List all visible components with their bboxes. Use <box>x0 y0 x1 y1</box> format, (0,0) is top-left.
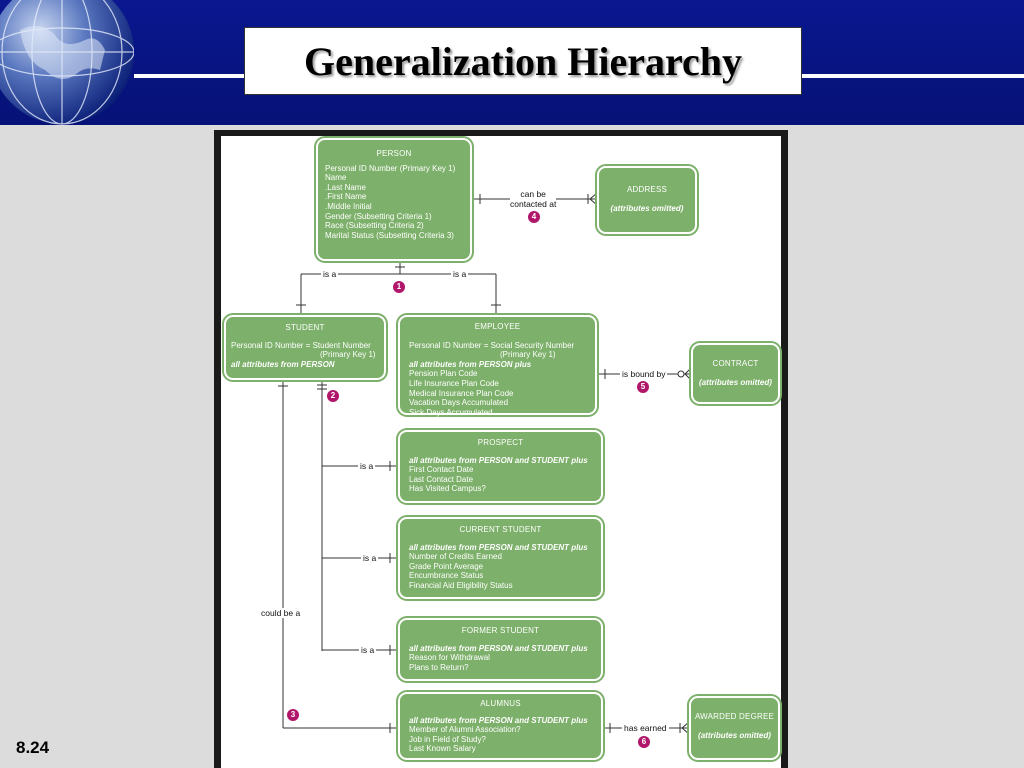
entity-attribute: all attributes from PERSON and STUDENT p… <box>409 542 588 552</box>
number-badge: 5 <box>637 381 649 393</box>
number-badge: 4 <box>528 211 540 223</box>
entity-attribute: .First Name <box>325 192 367 202</box>
entity-prospect: PROSPECT all attributes from PERSON and … <box>398 430 603 503</box>
entity-contract: CONTRACT (attributes omitted) <box>691 343 780 404</box>
entity-attribute: Medical Insurance Plan Code <box>409 388 514 398</box>
entity-attribute: Last Known Salary <box>409 744 476 754</box>
entity-attribute: Personal ID Number = Social Security Num… <box>409 340 575 350</box>
entity-attribute: (attributes omitted) <box>699 377 772 387</box>
relationship-label: is a <box>361 553 379 563</box>
entity-title: PERSON <box>376 149 412 158</box>
number-badge: 2 <box>327 390 339 402</box>
number-badge: 1 <box>393 281 405 293</box>
entity-attribute: (Primary Key 1) <box>500 350 556 360</box>
entity-attribute: Job in Field of Study? <box>409 734 486 744</box>
entity-attribute: Last Contact Date <box>409 474 474 484</box>
title-box: Generalization Hierarchy <box>244 27 802 95</box>
entity-attribute: Number of Credits Earned <box>409 552 502 562</box>
entity-awarded-degree: AWARDED DEGREE (attributes omitted) <box>689 696 780 760</box>
entity-title: ADDRESS <box>626 185 668 194</box>
entity-title: STUDENT <box>285 323 325 332</box>
entity-alumnus: ALUMNUS all attributes from PERSON and S… <box>398 692 603 760</box>
entity-address: ADDRESS (attributes omitted) <box>597 166 697 234</box>
entity-attribute: Vacation Days Accumulated <box>409 398 509 408</box>
entity-attribute: First Contact Date <box>409 465 474 475</box>
globe-icon <box>0 0 134 125</box>
entity-current-student: CURRENT STUDENT all attributes from PERS… <box>398 517 603 599</box>
relationship-label: is bound by <box>620 369 668 379</box>
entity-attribute: Life Insurance Plan Code <box>409 378 499 388</box>
entity-attribute: Name <box>325 173 347 183</box>
entity-attribute: (attributes omitted) <box>610 203 684 213</box>
entity-employee: EMPLOYEE Personal ID Number = Social Sec… <box>398 315 597 417</box>
relationship-label: has earned <box>622 723 669 733</box>
entity-attribute: Race (Subsetting Criteria 2) <box>325 221 424 231</box>
entity-attribute: (Primary Key 1) <box>320 350 376 360</box>
entity-attribute: all attributes from PERSON <box>231 359 335 369</box>
entity-attribute: all attributes from PERSON plus <box>409 359 532 369</box>
relationship-label: could be a <box>259 608 303 618</box>
entity-title: CURRENT STUDENT <box>459 525 542 534</box>
slide-header: Generalization Hierarchy <box>0 0 1024 125</box>
relationship-label: is a <box>358 461 376 471</box>
slide-title: Generalization Hierarchy <box>303 38 743 84</box>
number-badge: 6 <box>638 736 650 748</box>
entity-attribute: Financial Aid Eligibility Status <box>409 580 513 590</box>
entity-attribute: Has Visited Campus? <box>409 484 486 494</box>
entity-student: STUDENT Personal ID Number = Student Num… <box>224 315 386 380</box>
entity-attribute: Personal ID Number (Primary Key 1) <box>325 163 456 173</box>
relationship-label: is a <box>359 645 377 655</box>
entity-attribute: Member of Alumni Association? <box>409 725 521 735</box>
entity-attribute: Personal ID Number = Student Number <box>231 340 371 350</box>
entity-title: FORMER STUDENT <box>461 626 540 635</box>
entity-attribute: Sick Days Accumulated <box>409 407 493 417</box>
entity-attribute: Marital Status (Subsetting Criteria 3) <box>325 230 454 240</box>
entity-title: PROSPECT <box>477 438 524 447</box>
entity-attribute: Grade Point Average <box>409 561 484 571</box>
number-badge: 3 <box>287 709 299 721</box>
entity-title: EMPLOYEE <box>474 322 521 331</box>
entity-attribute: .Middle Initial <box>325 201 372 211</box>
entity-attribute: (attributes omitted) <box>698 730 771 740</box>
entity-title: AWARDED DEGREE <box>694 712 775 721</box>
relationship-label: is a <box>321 269 339 279</box>
entity-attribute: Encumbrance Status <box>409 571 484 581</box>
entity-title: ALUMNUS <box>480 699 521 708</box>
entity-attribute: Plans to Return? <box>409 662 469 672</box>
entity-person: PERSON Personal ID Number (Primary Key 1… <box>316 138 472 261</box>
relationship-label: can be contacted at <box>510 189 557 209</box>
entity-attribute: all attributes from PERSON and STUDENT p… <box>409 715 588 725</box>
entity-attribute: .Last Name <box>325 182 366 192</box>
entity-title: CONTRACT <box>712 359 759 368</box>
relationship-label: is a <box>451 269 469 279</box>
entity-attribute: Gender (Subsetting Criteria 1) <box>325 211 432 221</box>
entity-former-student: FORMER STUDENT all attributes from PERSO… <box>398 618 603 681</box>
slide-number: 8.24 <box>16 738 50 757</box>
entity-attribute: all attributes from PERSON and STUDENT p… <box>409 643 588 653</box>
entity-attribute: Reason for Withdrawal <box>409 653 490 663</box>
entity-attribute: all attributes from PERSON and STUDENT p… <box>409 455 588 465</box>
entity-attribute: Pension Plan Code <box>409 369 478 379</box>
